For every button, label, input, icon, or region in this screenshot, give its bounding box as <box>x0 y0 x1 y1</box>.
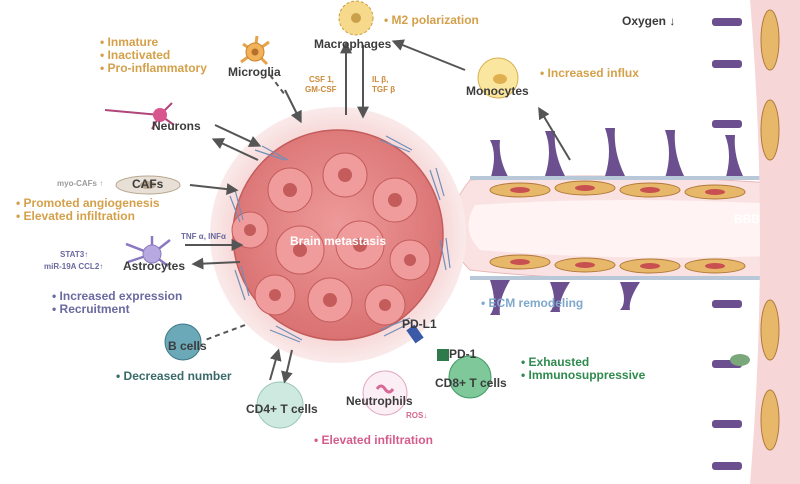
oxygen-label: Oxygen ↓ <box>622 14 676 28</box>
pd1-receptor <box>437 349 449 361</box>
astrocytes-label: Astrocytes <box>123 259 186 273</box>
arrow-tumor-to-neuron <box>211 138 259 161</box>
il-label: IL β, <box>372 75 389 84</box>
neutrophil-cell <box>362 370 408 416</box>
arrow-caf-to-tumor <box>189 183 239 196</box>
microglia-note-1: Inmature <box>100 35 158 49</box>
cd8-label: CD8+ T cells <box>435 376 507 390</box>
dashed-microglia <box>269 74 286 96</box>
caf-note-2: Elevated infiltration <box>16 209 135 223</box>
influx-label: Increased influx <box>540 66 639 80</box>
pd1-label: PD-1 <box>449 347 477 361</box>
ros-label: ROS↓ <box>406 411 428 420</box>
ecm-label: ECM remodeling <box>481 296 583 310</box>
tumor-mass <box>229 129 451 343</box>
neurons-label: Neurons <box>152 119 201 133</box>
tgf-label: TGF β <box>372 85 396 94</box>
tnf-label: TNF α, INFα <box>181 232 226 241</box>
b-cell <box>164 323 202 361</box>
neutro-note: Elevated infiltration <box>314 433 433 447</box>
arrow-neuron-to-tumor <box>214 124 262 147</box>
neuron-cell <box>104 102 175 130</box>
arrow-cd4-to-tumor <box>269 348 282 381</box>
csf-label: CSF 1, <box>309 75 334 84</box>
cd8-note-1: Exhausted <box>521 355 589 369</box>
bbb-label: BBB <box>734 212 760 226</box>
astro-note-1: Increased expression <box>52 289 182 303</box>
mir-label: miR-19A CCL2↑ <box>44 262 104 271</box>
arrow-vessel-to-monocyte <box>538 106 571 161</box>
cd8-note-2: Immunosuppressive <box>521 368 645 382</box>
arrow-microglia <box>284 89 302 124</box>
blood-vessel <box>449 128 800 315</box>
microglia-note-3: Pro-inflammatory <box>100 61 207 75</box>
m2-label: M2 polarization <box>384 13 479 27</box>
microglia-note-2: Inactivated <box>100 48 170 62</box>
caf-cell <box>115 175 181 195</box>
myo-cafs-label: myo-CAFs ↑ <box>57 179 104 188</box>
cd8-t-cell <box>448 355 492 399</box>
arrow-tumor-to-cd4 <box>281 349 293 384</box>
bcells-label: B cells <box>168 339 207 353</box>
brain-metastasis-label: Brain metastasis <box>290 234 387 248</box>
monocytes-label: Monocytes <box>466 84 529 98</box>
pdl1-ligand <box>406 324 424 344</box>
bcell-note: Decreased number <box>116 369 232 383</box>
astro-note-2: Recruitment <box>52 302 130 316</box>
arrow-tumor-to-astro <box>191 257 241 270</box>
macrophage-cell <box>338 0 374 36</box>
gmcsf-label: GM-CSF <box>305 85 337 94</box>
monocyte-cell <box>477 57 519 99</box>
cd4-label: CD4+ T cells <box>246 402 318 416</box>
microglia-cell <box>240 35 270 66</box>
vessel-column <box>712 0 800 484</box>
cd4-t-cell <box>256 381 304 429</box>
caf-note-1: Promoted angiogenesis <box>16 196 160 210</box>
cafs-label: CAFs <box>132 177 164 191</box>
macrophages-label: Macrophages <box>314 37 392 51</box>
neutrophils-label: Neutrophils <box>346 394 413 408</box>
pdl1-label: PD-L1 <box>402 317 437 331</box>
stat3-label: STAT3↑ <box>60 250 89 259</box>
arrow-monocyte-to-macrophage <box>391 39 466 71</box>
dashed-bcell <box>204 324 246 341</box>
microglia-label: Microglia <box>228 65 281 79</box>
astrocyte-cell <box>125 236 171 267</box>
